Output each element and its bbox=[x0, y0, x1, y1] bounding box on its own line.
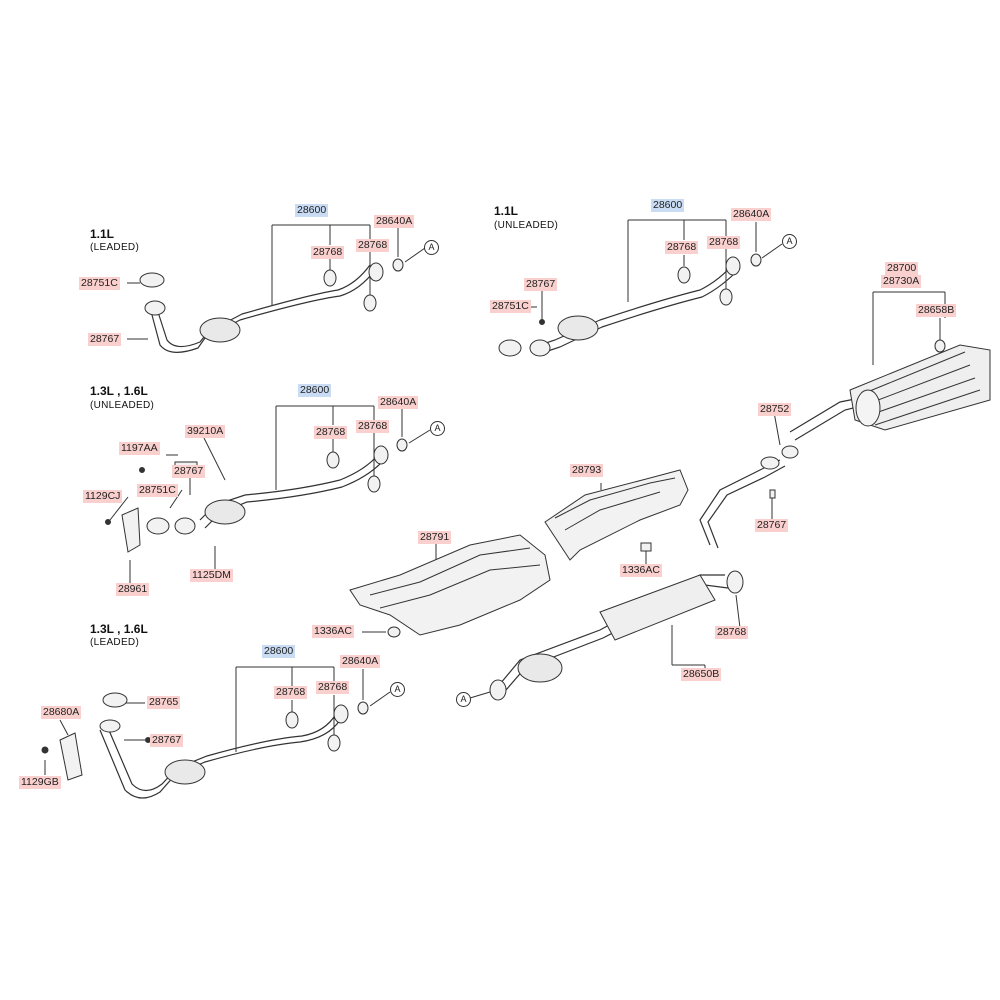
label-28768[interactable]: 28768 bbox=[274, 686, 308, 699]
label-28730a[interactable]: 28730A bbox=[881, 275, 922, 288]
label-28680a[interactable]: 28680A bbox=[41, 706, 82, 719]
label-28751c[interactable]: 28751C bbox=[137, 484, 178, 497]
label-1336ac[interactable]: 1336AC bbox=[312, 625, 354, 638]
group-11l-unleaded bbox=[498, 219, 783, 357]
connector-a-circle: A bbox=[782, 234, 797, 249]
label-28767[interactable]: 28767 bbox=[88, 333, 122, 346]
label-28752[interactable]: 28752 bbox=[758, 403, 792, 416]
header-1316l-unleaded-sub: (UNLEADED) bbox=[90, 400, 155, 411]
label-39210a[interactable]: 39210A bbox=[185, 425, 226, 438]
label-28768[interactable]: 28768 bbox=[665, 241, 699, 254]
header-11l-unleaded-title: 1.1L bbox=[494, 204, 519, 218]
label-28765[interactable]: 28765 bbox=[147, 696, 181, 709]
label-1336ac[interactable]: 1336AC bbox=[620, 564, 662, 577]
label-28640a[interactable]: 28640A bbox=[731, 208, 772, 221]
label-28791[interactable]: 28791 bbox=[418, 531, 452, 544]
label-28600[interactable]: 28600 bbox=[298, 384, 332, 397]
label-28600[interactable]: 28600 bbox=[651, 199, 685, 212]
label-1125dm[interactable]: 1125DM bbox=[190, 569, 233, 582]
label-28768[interactable]: 28768 bbox=[314, 426, 348, 439]
header-11l-unleaded-sub: (UNLEADED) bbox=[494, 220, 559, 231]
label-28767[interactable]: 28767 bbox=[172, 465, 206, 478]
header-11l-leaded-title: 1.1L bbox=[90, 227, 115, 241]
connector-a-circle: A bbox=[390, 682, 405, 697]
rear-muffler bbox=[849, 291, 991, 431]
header-1316l-leaded-title: 1.3L , 1.6L bbox=[90, 622, 148, 636]
label-1197aa[interactable]: 1197AA bbox=[119, 442, 160, 455]
label-28961[interactable]: 28961 bbox=[116, 583, 150, 596]
label-28793[interactable]: 28793 bbox=[570, 464, 604, 477]
label-28751c[interactable]: 28751C bbox=[79, 277, 120, 290]
label-28751c[interactable]: 28751C bbox=[490, 300, 531, 313]
label-28600[interactable]: 28600 bbox=[262, 645, 296, 658]
label-28658b[interactable]: 28658B bbox=[916, 304, 957, 317]
header-1316l-unleaded-title: 1.3L , 1.6L bbox=[90, 384, 148, 398]
connector-a-circle: A bbox=[456, 692, 471, 707]
label-28640a[interactable]: 28640A bbox=[340, 655, 381, 668]
label-28600[interactable]: 28600 bbox=[295, 204, 329, 217]
label-28768[interactable]: 28768 bbox=[356, 420, 390, 433]
label-1129cj[interactable]: 1129CJ bbox=[83, 490, 123, 503]
label-28768[interactable]: 28768 bbox=[707, 236, 741, 249]
label-28640a[interactable]: 28640A bbox=[378, 396, 419, 409]
connector-a-circle: A bbox=[424, 240, 439, 255]
label-1129gb[interactable]: 1129GB bbox=[19, 776, 61, 789]
label-28700[interactable]: 28700 bbox=[885, 262, 919, 275]
label-28650b[interactable]: 28650B bbox=[681, 668, 722, 681]
label-28767[interactable]: 28767 bbox=[150, 734, 184, 747]
heat-shields bbox=[349, 469, 689, 638]
label-28768[interactable]: 28768 bbox=[316, 681, 350, 694]
label-28768[interactable]: 28768 bbox=[715, 626, 749, 639]
group-1316l-leaded bbox=[41, 666, 391, 799]
header-1316l-leaded-sub: (LEADED) bbox=[90, 637, 140, 648]
label-28768[interactable]: 28768 bbox=[356, 239, 390, 252]
label-28767[interactable]: 28767 bbox=[524, 278, 558, 291]
group-11l-leaded bbox=[127, 224, 426, 353]
header-11l-leaded-sub: (LEADED) bbox=[90, 242, 140, 253]
connector-a-circle: A bbox=[430, 421, 445, 436]
label-28640a[interactable]: 28640A bbox=[374, 215, 415, 228]
label-28768[interactable]: 28768 bbox=[311, 246, 345, 259]
group-1316l-unleaded bbox=[105, 405, 431, 584]
label-28767[interactable]: 28767 bbox=[755, 519, 789, 532]
